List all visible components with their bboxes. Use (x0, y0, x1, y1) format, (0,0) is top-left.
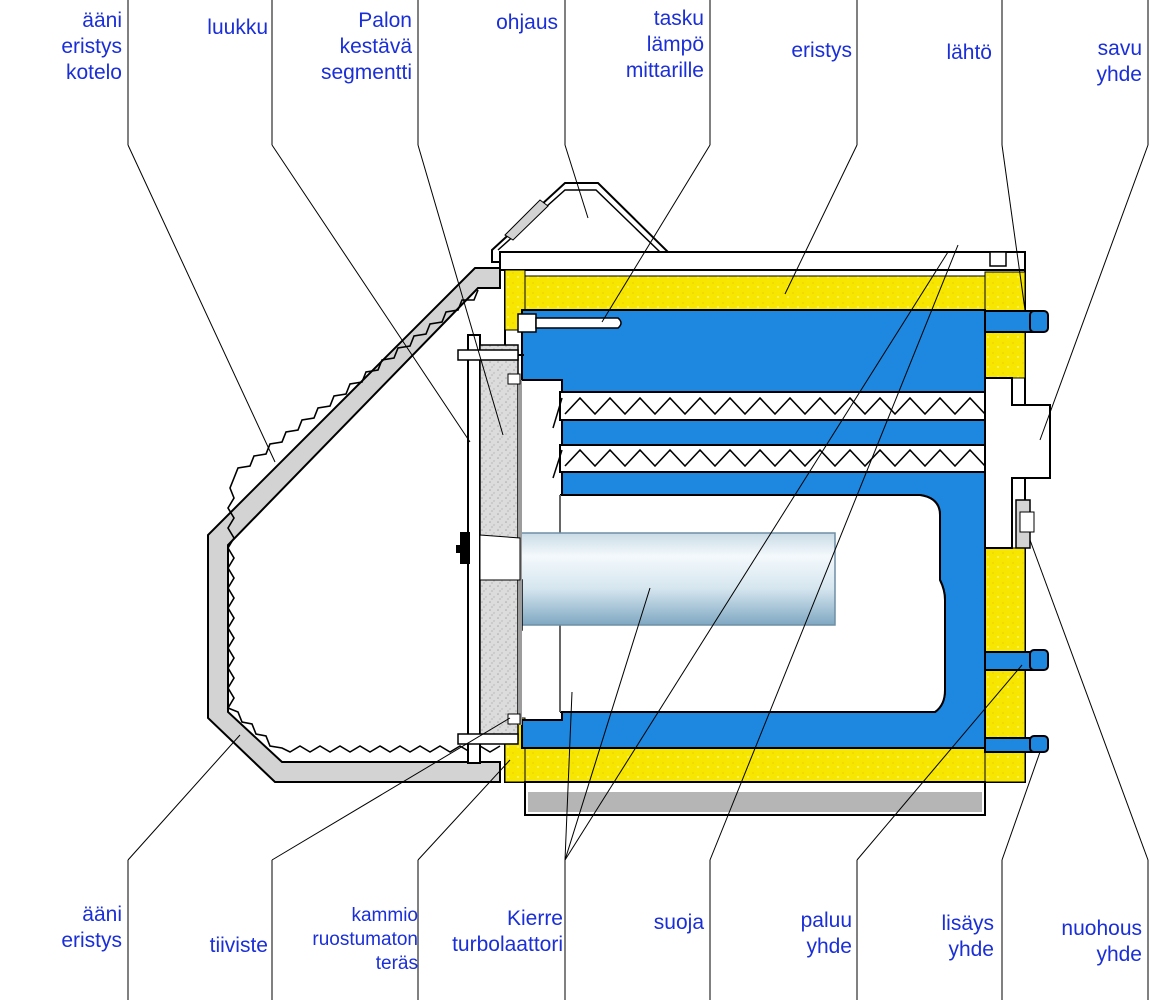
flue-tubes (552, 391, 991, 479)
turbulator-lower (564, 448, 986, 468)
label-eristys: eristys (791, 39, 852, 62)
thermometer-pocket (517, 313, 622, 333)
hinge-bolts (457, 349, 524, 745)
label-tiiviste: tiiviste (209, 934, 268, 957)
housing-inner-sawtooth (226, 289, 501, 753)
label-kierre-turbolaattori: Kierre turbolaattori (452, 907, 563, 956)
label-aani-eristys: ääni eristys (61, 903, 122, 952)
label-suoja: suoja (653, 911, 704, 934)
label-paluu-yhde: paluu yhde (800, 909, 852, 958)
turbulator-upper (564, 396, 986, 416)
leader-lines (127, 144, 1149, 861)
label-tasku-lampomittarille: tasku lämpö mittarille (625, 7, 704, 82)
label-column-rules (127, 0, 1149, 1000)
burner-tube (519, 532, 836, 626)
label-lisays-yhde: lisäys yhde (941, 912, 994, 961)
label-luukku: luukku (207, 16, 268, 39)
label-savu-yhde: savu yhde (1096, 37, 1142, 86)
control-box (491, 182, 669, 263)
label-palon-kestava-segmentti: Palon kestävä segmentti (320, 9, 412, 84)
label-nuohous-yhde: nuohous yhde (1061, 917, 1142, 966)
label-aani-eristys-kotelo: ääni eristys kotelo (61, 9, 122, 84)
label-kammio-ruostumaton-teras: kammio ruostumaton teräs (312, 905, 418, 974)
label-lahto: lähtö (946, 41, 992, 64)
acoustic-housing (207, 267, 501, 783)
door (456, 334, 522, 764)
leader-chamber (564, 691, 573, 861)
rear-connections (984, 310, 1051, 753)
label-ohjaus: ohjaus (496, 11, 558, 34)
